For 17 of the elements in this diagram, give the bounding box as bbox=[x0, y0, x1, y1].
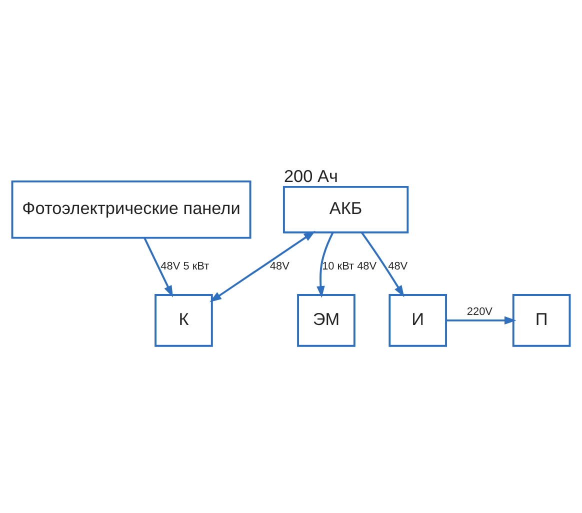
edge-label: 220V bbox=[466, 306, 492, 318]
node-box: И bbox=[388, 294, 447, 346]
arrow bbox=[360, 231, 404, 297]
arrow bbox=[210, 230, 316, 302]
node-box: К bbox=[154, 294, 213, 346]
edge-label: 10 кВт 48V bbox=[322, 260, 377, 272]
arrow bbox=[316, 231, 334, 298]
node-box: АКБ bbox=[282, 185, 409, 233]
node-box: Фотоэлектрические панели bbox=[11, 180, 252, 238]
edge-label: 48V 5 кВт bbox=[160, 260, 210, 272]
edge-label: 48V bbox=[388, 260, 408, 272]
arrow bbox=[446, 316, 516, 324]
node-box: ЭМ bbox=[297, 294, 356, 346]
node-label: 200 Ач bbox=[284, 165, 338, 186]
edge-label: 48V bbox=[270, 260, 290, 272]
arrow bbox=[144, 237, 174, 297]
node-box: П bbox=[512, 294, 571, 346]
